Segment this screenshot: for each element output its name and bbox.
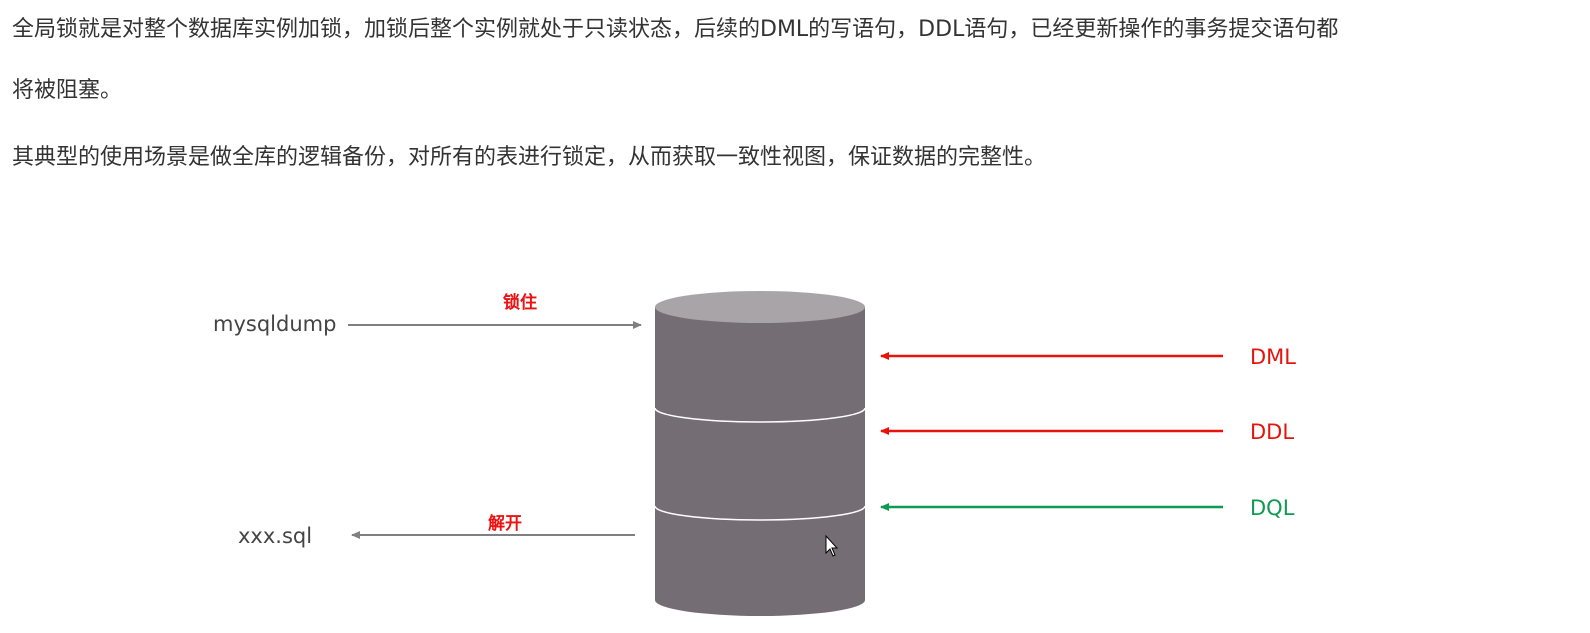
cylinder-body (655, 307, 865, 616)
paragraph-2: 其典型的使用场景是做全库的逻辑备份，对所有的表进行锁定，从而获取一致性视图，保证… (12, 145, 1047, 170)
database-cylinder-icon (654, 291, 866, 616)
cylinder-top (655, 291, 865, 323)
paragraph-1-line-1: 全局锁就是对整个数据库实例加锁，加锁后整个实例就处于只读状态，后续的DML的写语… (12, 17, 1339, 42)
paragraph-1-line-2: 将被阻塞。 (12, 78, 123, 103)
unlock-label: 解开 (488, 514, 522, 534)
ddl-label: DDL (1250, 420, 1295, 444)
sql-file-label: xxx.sql (238, 524, 313, 548)
dml-label: DML (1250, 345, 1296, 369)
cylinder-divider-1 (654, 407, 866, 423)
mouse-cursor-icon (825, 534, 839, 557)
dql-label: DQL (1250, 496, 1295, 520)
cylinder-divider-2 (654, 505, 866, 521)
mysqldump-label: mysqldump (213, 312, 337, 336)
lock-label: 锁住 (503, 293, 537, 313)
